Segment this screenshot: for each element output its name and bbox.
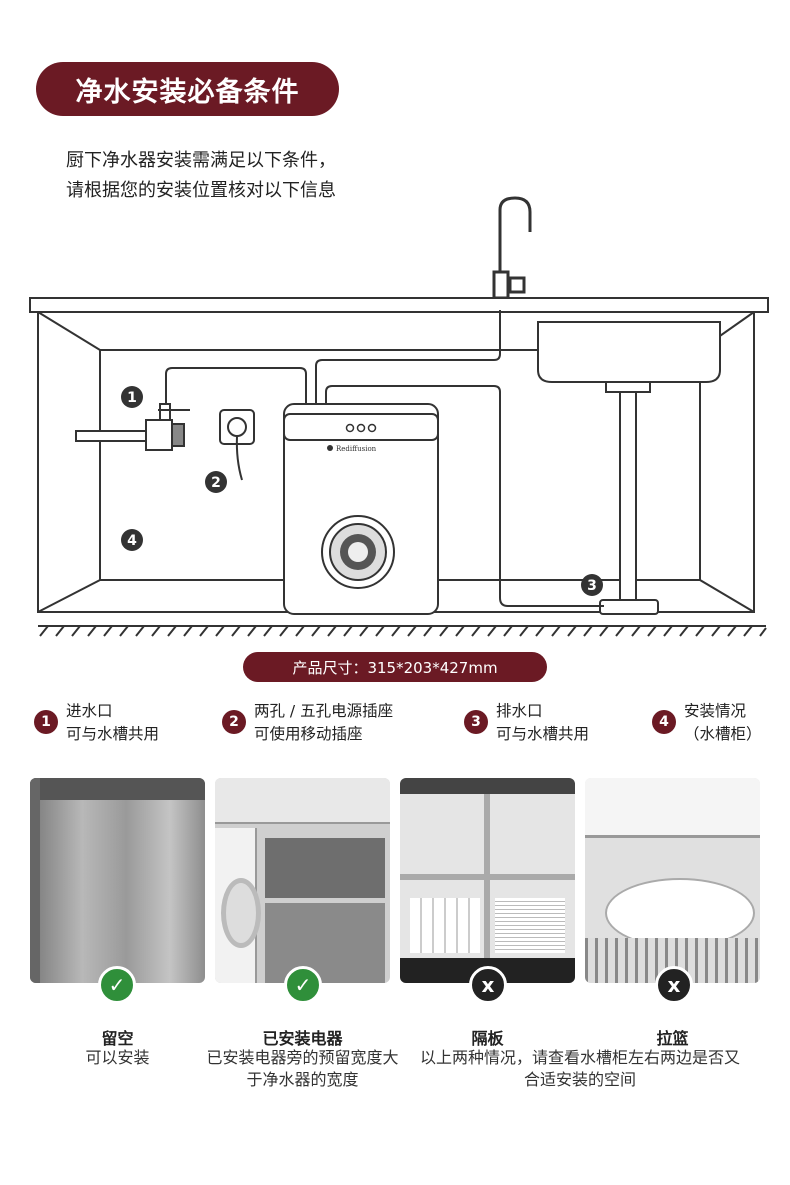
photo-pull-basket bbox=[585, 778, 760, 983]
product-size-badge: 产品尺寸：315*203*427mm bbox=[243, 652, 547, 682]
floor bbox=[38, 625, 767, 637]
inlet-valve-icon bbox=[75, 403, 190, 451]
legend-item-cabinet: 4 安装情况 （水槽柜） bbox=[652, 700, 762, 746]
shared-note: 以上两种情况，请查看水槽柜左右两边是否又合适安装的空间 bbox=[420, 1048, 741, 1089]
svg-text:3: 3 bbox=[587, 578, 597, 594]
option-desc-appliance: 已安装电器旁的预留宽度大于净水器的宽度 bbox=[206, 1048, 399, 1089]
marker-4: 4 bbox=[121, 529, 143, 551]
intro-text: 厨下净水器安装需满足以下条件， 请根据您的安装位置核对以下信息 bbox=[66, 146, 336, 206]
legend-item-inlet: 1 进水口可与水槽共用 bbox=[34, 700, 159, 746]
legend-title: 排水口 bbox=[496, 702, 543, 720]
power-outlet-icon bbox=[219, 409, 255, 481]
cabinet-diagram: Rediffusion 1 2 3 4 bbox=[29, 196, 769, 637]
intro-line-1: 厨下净水器安装需满足以下条件， bbox=[66, 150, 336, 171]
check-icon: ✓ bbox=[284, 966, 322, 1004]
legend-number: 4 bbox=[652, 710, 676, 734]
option-title-shelf: 隔板 bbox=[471, 1029, 504, 1048]
option-title-empty: 留空 bbox=[101, 1029, 134, 1048]
intro-line-2: 请根据您的安装位置核对以下信息 bbox=[66, 180, 336, 201]
legend-number: 3 bbox=[464, 710, 488, 734]
marker-2: 2 bbox=[205, 471, 227, 493]
legend-number: 2 bbox=[222, 710, 246, 734]
legend-item-drain: 3 排水口可与水槽共用 bbox=[464, 700, 589, 746]
legend-title: 安装情况 bbox=[684, 702, 747, 720]
check-icon: ✓ bbox=[98, 966, 136, 1004]
legend-title: 进水口 bbox=[66, 702, 113, 720]
countertop bbox=[29, 297, 769, 313]
lion-emblem-icon bbox=[321, 515, 395, 589]
svg-text:4: 4 bbox=[127, 533, 137, 549]
legend-desc: 可与水槽共用 bbox=[496, 725, 590, 743]
option-desc-empty: 可以安装 bbox=[85, 1048, 150, 1067]
legend-number: 1 bbox=[34, 710, 58, 734]
marker-1: 1 bbox=[121, 386, 143, 408]
cross-icon: x bbox=[655, 966, 693, 1004]
page-title: 净水安装必备条件 bbox=[36, 62, 339, 116]
photo-shelf-cabinet bbox=[400, 778, 575, 983]
marker-3: 3 bbox=[581, 574, 603, 596]
svg-text:1: 1 bbox=[127, 390, 137, 406]
legend-desc: 可与水槽共用 bbox=[66, 725, 160, 743]
photo-appliance-cabinet bbox=[215, 778, 390, 983]
water-pipes bbox=[165, 310, 604, 607]
svg-text:2: 2 bbox=[211, 475, 221, 491]
legend-desc: （水槽柜） bbox=[684, 725, 762, 743]
legend-item-socket: 2 两孔 / 五孔电源插座可使用移动插座 bbox=[222, 700, 393, 746]
water-purifier: Rediffusion bbox=[283, 403, 439, 615]
cross-icon: x bbox=[469, 966, 507, 1004]
photo-empty-cabinet bbox=[30, 778, 205, 983]
option-title-appliance: 已安装电器 bbox=[262, 1029, 343, 1048]
faucet-icon bbox=[492, 196, 532, 300]
legend-desc: 可使用移动插座 bbox=[254, 725, 363, 743]
legend-title: 两孔 / 五孔电源插座 bbox=[254, 702, 394, 720]
brand-label: Rediffusion bbox=[336, 445, 377, 453]
option-title-basket: 拉篮 bbox=[656, 1029, 689, 1048]
sink-basin bbox=[537, 321, 721, 615]
